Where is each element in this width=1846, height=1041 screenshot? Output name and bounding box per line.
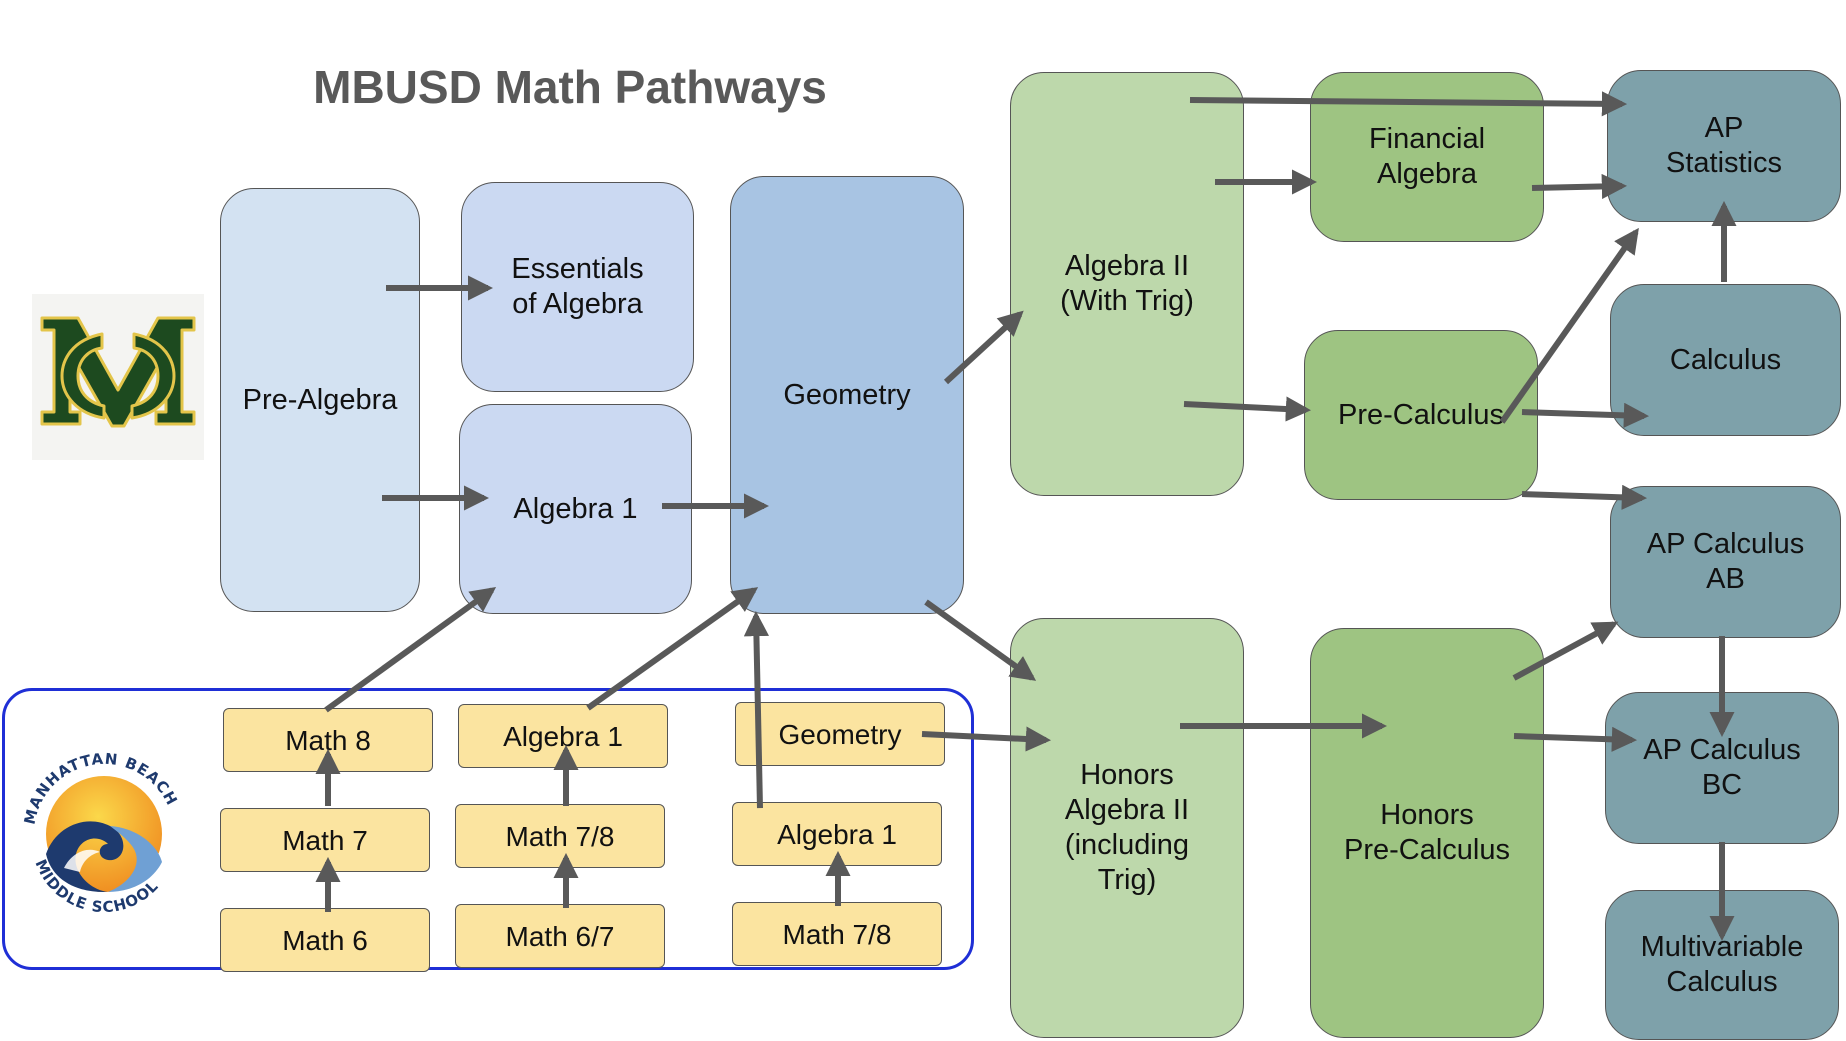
ms-math-7-8: Math 7/8 (455, 804, 665, 868)
course-ap-statistics: AP Statistics (1607, 70, 1841, 222)
course-calculus: Calculus (1610, 284, 1841, 436)
ms-math-7: Math 7 (220, 808, 430, 872)
ms-math-7-8-accelerated: Math 7/8 (732, 902, 942, 966)
ms-algebra-1: Algebra 1 (458, 704, 668, 768)
course-algebra-1: Algebra 1 (459, 404, 692, 614)
ms-math-6-7: Math 6/7 (455, 904, 665, 968)
course-honors-pre-calculus: Honors Pre-Calculus (1310, 628, 1544, 1038)
course-ap-calculus-bc: AP Calculus BC (1605, 692, 1839, 844)
ms-algebra-1-accelerated: Algebra 1 (732, 802, 942, 866)
page-title: MBUSD Math Pathways (313, 61, 827, 113)
course-multivariable-calculus: Multivariable Calculus (1605, 890, 1839, 1040)
ms-geometry: Geometry (735, 702, 945, 766)
mc-monogram-logo (32, 294, 204, 460)
course-algebra-2: Algebra II (With Trig) (1010, 72, 1244, 496)
course-pre-algebra: Pre-Algebra (220, 188, 420, 612)
course-pre-calculus: Pre-Calculus (1304, 330, 1538, 500)
course-financial-algebra: Financial Algebra (1310, 72, 1544, 242)
wave-sun-logo: MANHATTAN BEACH MIDDLE SCHOOL (12, 722, 192, 922)
course-honors-algebra-2: Honors Algebra II (including Trig) (1010, 618, 1244, 1038)
ms-math-8: Math 8 (223, 708, 433, 772)
ms-math-6: Math 6 (220, 908, 430, 972)
course-essentials-of-algebra: Essentials of Algebra (461, 182, 694, 392)
course-ap-calculus-ab: AP Calculus AB (1610, 486, 1841, 638)
course-geometry: Geometry (730, 176, 964, 614)
